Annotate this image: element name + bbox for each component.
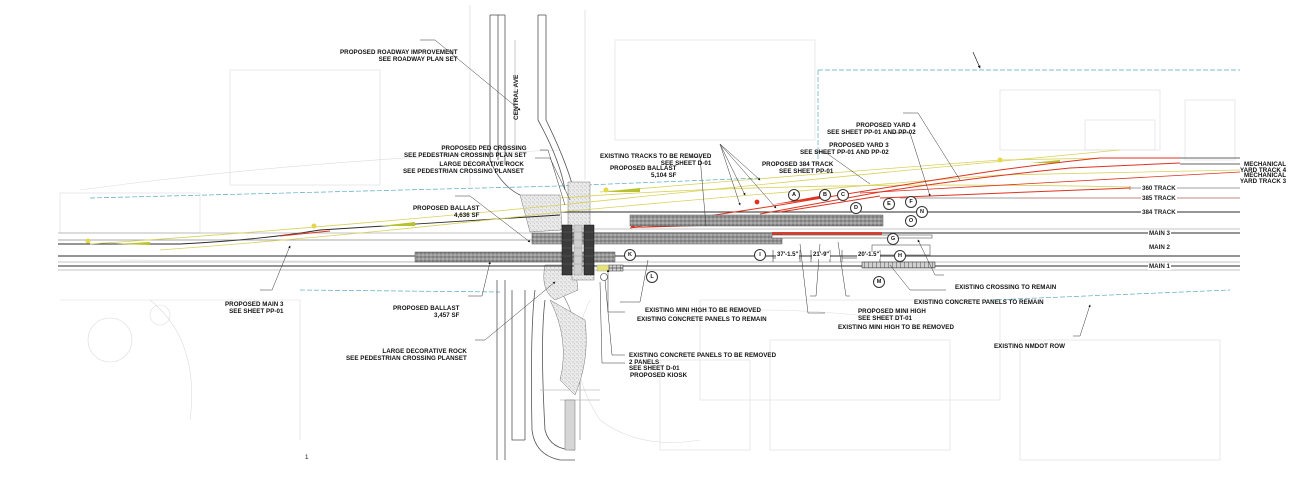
yellow-switch-markers [85, 157, 1060, 245]
street-label-central-ave: CENTRAL AVE [513, 74, 520, 120]
detail-bubble-n: N [916, 206, 928, 218]
track-label-385: 385 TRACK [1141, 195, 1177, 202]
callout-nmdot-row: EXISTING NMDOT ROW [994, 343, 1066, 351]
callout-mini-high-removed-1: EXISTING MINI HIGH TO BE REMOVED [645, 307, 761, 315]
proposed-red-tracks [279, 157, 1241, 237]
decorative-rock-north [519, 194, 563, 233]
detail-bubble-f: F [905, 196, 917, 208]
south-road [496, 280, 600, 461]
track-label-main-3: MAIN 3 [1148, 230, 1171, 237]
kiosk-symbol [600, 273, 608, 281]
mech-yard-end-lines [1180, 157, 1240, 165]
callout-proposed-kiosk: PROPOSED KIOSK [630, 372, 688, 380]
detail-bubble-k: K [624, 249, 636, 261]
detail-bubble-a: A [788, 189, 800, 201]
detail-bubble-c: C [837, 189, 849, 201]
detail-bubble-d: D [850, 202, 862, 214]
south-planter [549, 299, 587, 396]
callout-concrete-panels-remain-2: EXISTING CONCRETE PANELS TO REMAIN [914, 299, 1044, 307]
callout-concrete-panels-remain-1: EXISTING CONCRETE PANELS TO REMAIN [637, 316, 767, 324]
existing-yellow-tracks [89, 149, 1241, 251]
detail-bubble-b: B [819, 189, 831, 201]
detail-bubble-i: I [754, 249, 766, 261]
track-label-main-2: MAIN 2 [1148, 244, 1171, 251]
nmdot-row-line [89, 69, 1240, 301]
existing-concrete-panels-remain-east [861, 261, 936, 269]
central-ave-road [469, 5, 586, 196]
main-tracks [58, 186, 1240, 271]
existing-crossing-box [771, 234, 933, 239]
detail-bubble-g: G [887, 233, 899, 245]
dimension-21-9: 21'-9" [812, 252, 831, 259]
concrete-panels-removed [596, 264, 610, 272]
ballast-4636sf [531, 232, 783, 245]
dimension-20-1-5: 20'-1.5" [857, 252, 881, 259]
track-label-360: 360 TRACK [1141, 185, 1177, 192]
background-parcels [59, 39, 1236, 461]
proposed-mini-high [772, 232, 882, 235]
ballast-5104sf [629, 214, 884, 227]
detail-bubble-l: L [646, 271, 658, 283]
concrete-panels-remain-west [608, 264, 624, 272]
ped-crossing-panel-right [583, 224, 595, 276]
callout-existing-crossing-remain: EXISTING CROSSING TO REMAIN [955, 284, 1057, 292]
dimension-37-1-5: 37'-1.5" [776, 252, 800, 259]
ballast-3457sf [414, 251, 616, 263]
callout-mini-high-removed-2: EXISTING MINI HIGH TO BE REMOVED [838, 324, 954, 332]
page-mark: 1 [305, 454, 309, 461]
detail-bubble-o: O [905, 215, 917, 227]
detail-bubble-e: E [883, 198, 895, 210]
detail-bubble-h: H [894, 250, 906, 262]
track-label-384: 384 TRACK [1141, 209, 1177, 216]
leader-lines [260, 39, 1091, 364]
detail-bubble-m: M [873, 276, 885, 288]
ped-crossing-panel-left [561, 224, 573, 276]
track-label-main-1: MAIN 1 [1148, 263, 1171, 270]
